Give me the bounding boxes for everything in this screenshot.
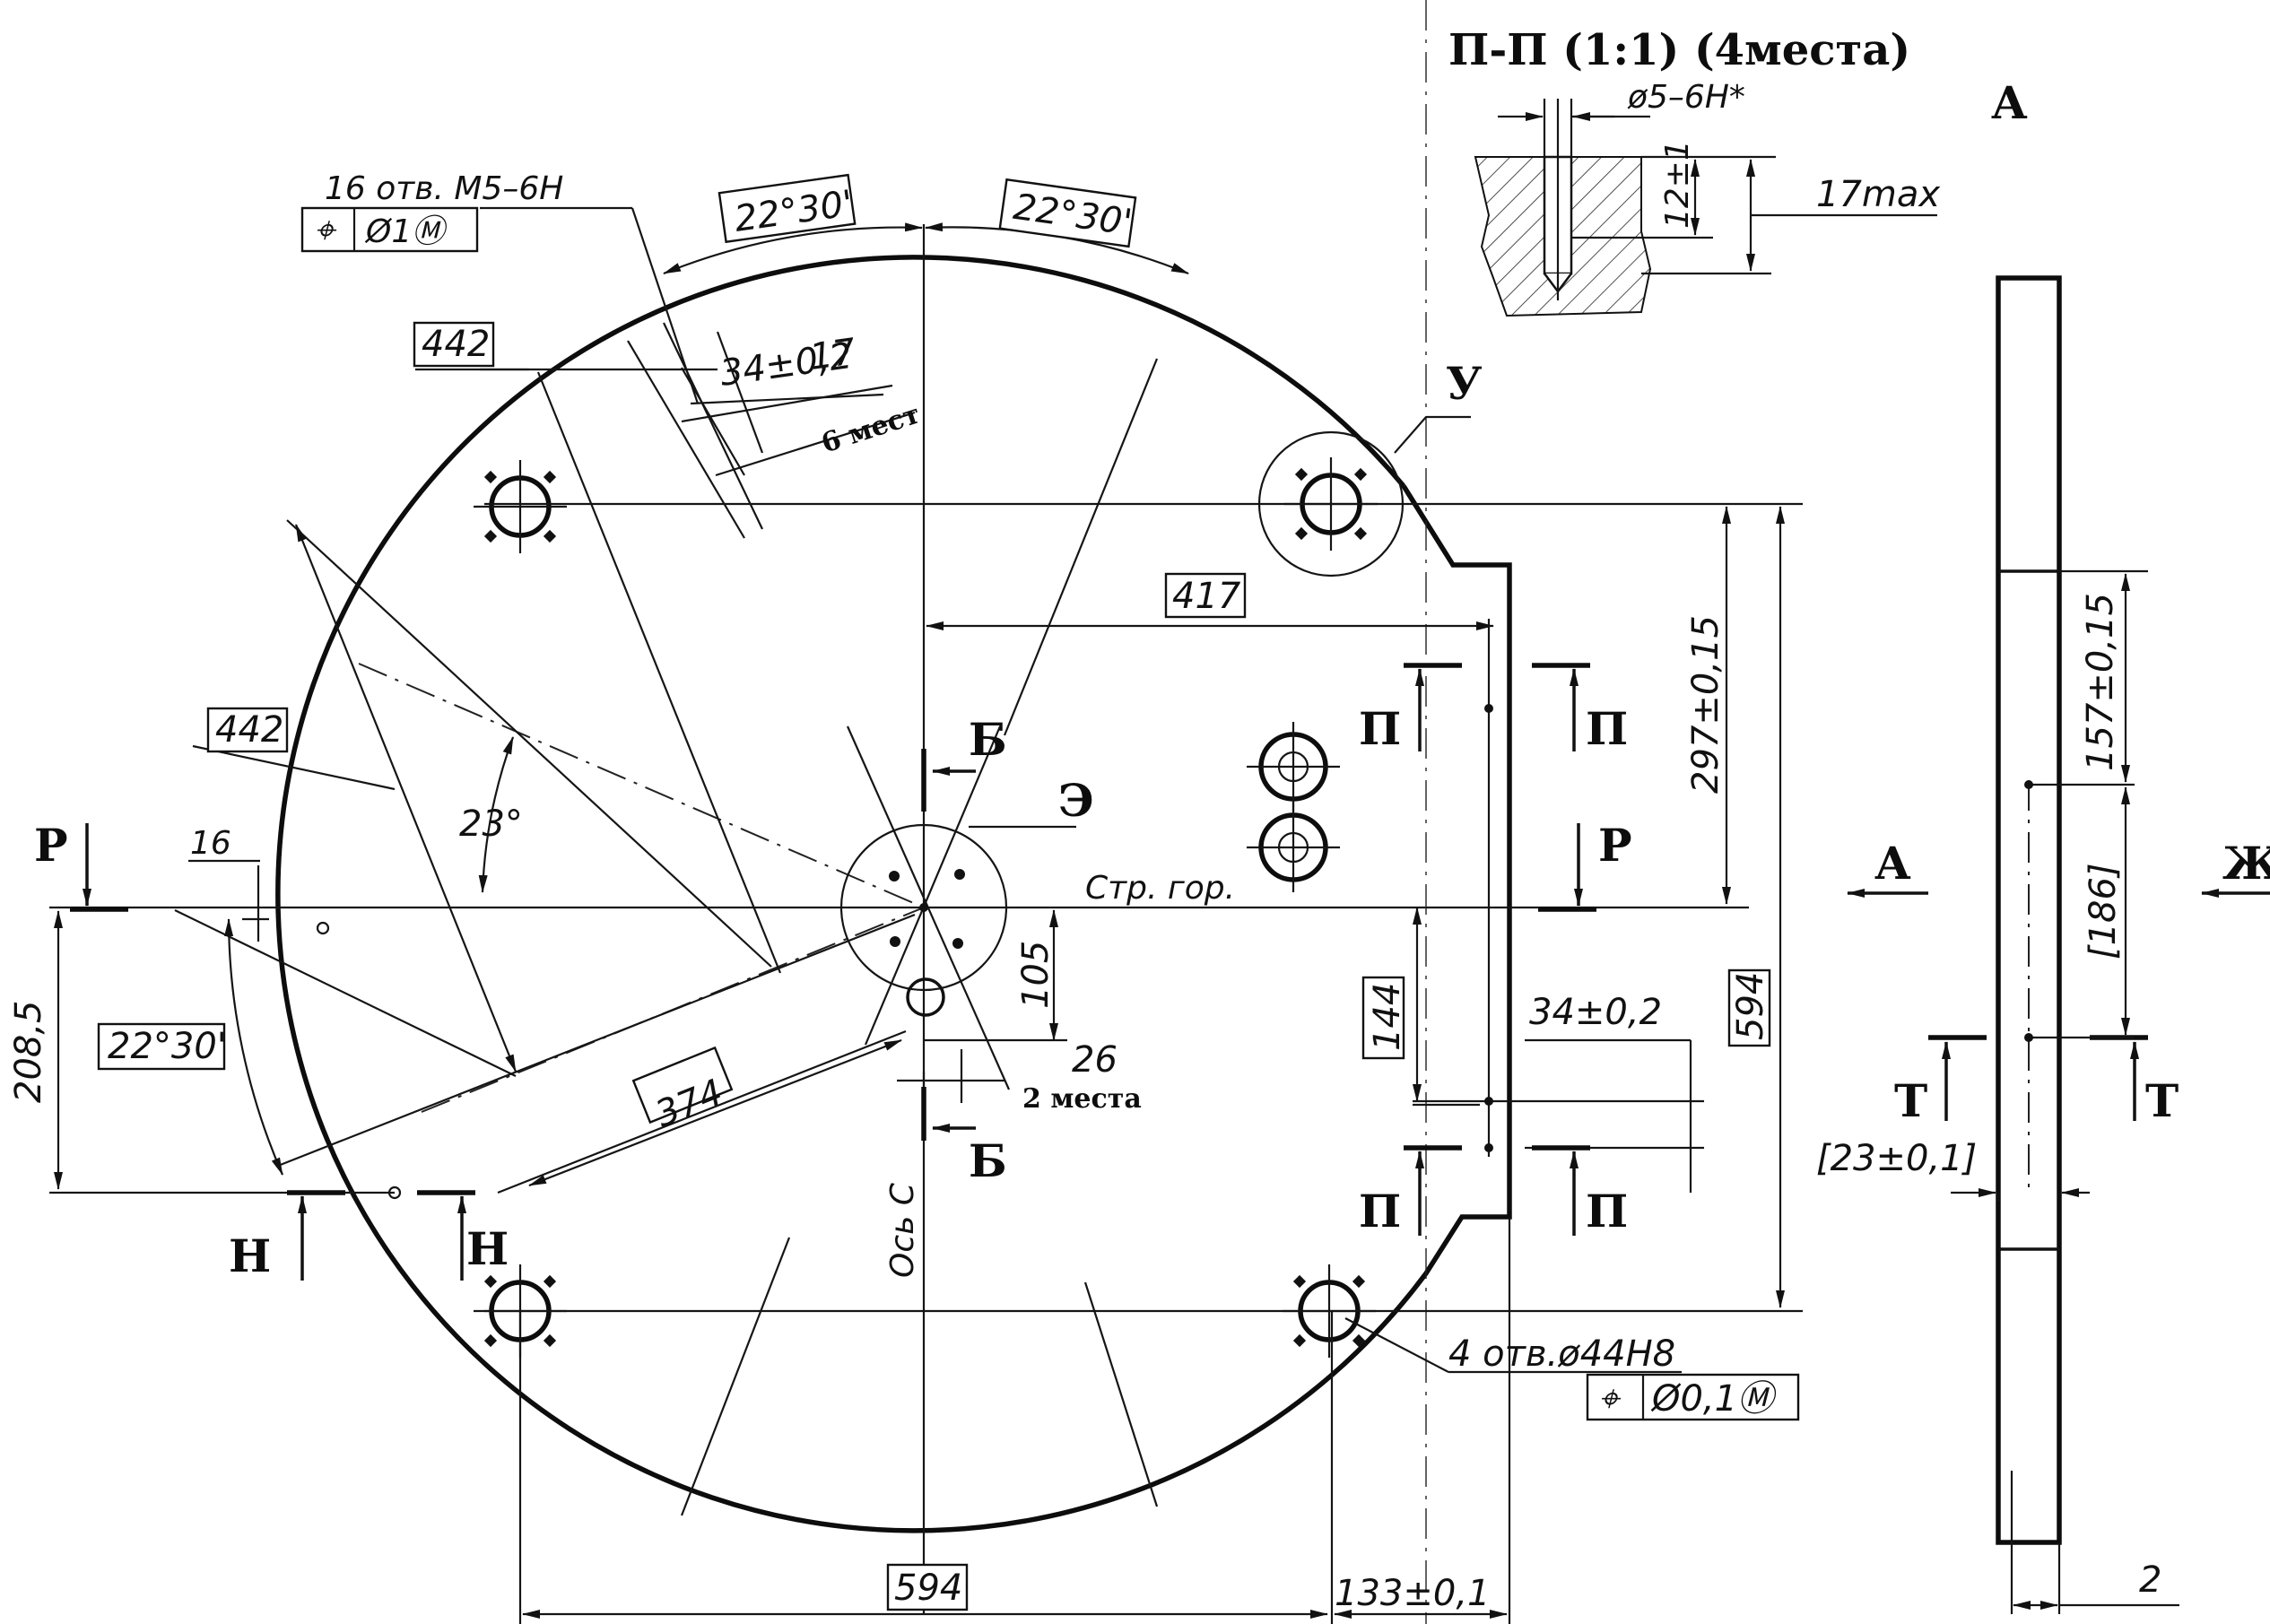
dim-26: 26 [1072, 1039, 1118, 1081]
section-label-t-1: Т [1894, 1074, 1927, 1127]
boxed-dims [97, 173, 1771, 1611]
section-detail [1474, 99, 1937, 317]
section-label-pi-4: П [1586, 1185, 1628, 1238]
note-holes-top-tol: Ø1Ⓜ [364, 213, 448, 250]
note-holes-top-symbol: ⌖ [314, 210, 337, 251]
view-label-e: Э [1058, 774, 1094, 827]
section-label-b-top: Б [969, 713, 1007, 766]
section-label-p-left: Р [34, 819, 68, 872]
note-axis-c: Ось С [884, 1182, 921, 1278]
dim-442-left: 442 [215, 709, 283, 751]
pitch-circle-u [1257, 415, 1471, 578]
dim-144: 144 [1367, 983, 1408, 1051]
section-depth-tol: 12±1 [1659, 140, 1696, 229]
section-marks [70, 663, 2270, 1281]
centre-feature-e [839, 725, 1076, 1090]
tolerance-frame-bottom [1586, 1373, 1800, 1421]
section-max-depth: 17max [1816, 174, 1940, 215]
dim-208: 208,5 [8, 1000, 49, 1103]
dim-2: 2 [2139, 1559, 2161, 1601]
section-label-pi-2: П [1586, 702, 1628, 755]
dim-angle-left: 22°30' [108, 1026, 227, 1067]
dim-594-horizontal: 594 [894, 1568, 962, 1609]
section-title: П-П (1:1) (4места) [1448, 25, 1910, 75]
view-label-a-arrow: А [1874, 837, 1911, 890]
dimension-lines [54, 222, 1785, 1619]
dim-16: 16 [190, 825, 231, 862]
section-label-n-1: Н [229, 1229, 271, 1282]
dim-133: 133±0,1 [1335, 1573, 1490, 1614]
dim-34-right: 34±0,2 [1529, 992, 1662, 1033]
small-holes-right [1247, 722, 1340, 892]
dim-297: 297±0,15 [1685, 615, 1726, 794]
view-label-u: У [1446, 357, 1483, 410]
section-label-pi-1: П [1359, 702, 1401, 755]
dim-angle-23: 23° [459, 803, 523, 845]
note-holes-bottom-symbol: ⌖ [1598, 1378, 1622, 1420]
dim-23: [23±0,1] [1816, 1138, 1977, 1179]
dim-17: 17 [807, 331, 858, 378]
radial-lines [174, 322, 1159, 1516]
leader-lines [192, 206, 1682, 1374]
section-label-n-2: Н [466, 1222, 509, 1275]
note-str-gor: Стр. гор. [1085, 870, 1235, 907]
note-holes-top: 16 отв. M5–6H [325, 170, 563, 207]
dim-442-top: 442 [422, 324, 490, 365]
section-label-t-2: Т [2145, 1074, 2179, 1127]
reference-lines [49, 502, 1803, 1624]
note-six-places: 6 мест [818, 398, 925, 459]
note-holes-bottom-tol: Ø0,1Ⓜ [1650, 1378, 1779, 1420]
view-label-a: А [1991, 76, 2028, 129]
dim-105: 105 [1015, 941, 1057, 1009]
note-two-places: 2 места [1022, 1083, 1142, 1115]
dim-157: 157±0,15 [2080, 593, 2121, 771]
dim-186: [186] [2083, 863, 2124, 960]
dim-594-vertical: 594 [1730, 972, 1771, 1040]
section-label-b-bottom: Б [969, 1134, 1007, 1187]
dim-417: 417 [1172, 576, 1241, 617]
view-label-zh: Ж [2222, 837, 2270, 890]
section-label-p-right: Р [1598, 819, 1632, 872]
tolerance-frame-top [300, 206, 479, 253]
section-label-pi-3: П [1359, 1185, 1401, 1238]
section-hole-dim: ø5–6H* [1627, 79, 1745, 116]
text-layer: П-П (1:1) (4места) ø5–6H* 12±1 17max А А… [8, 25, 2270, 1614]
side-view [1951, 275, 2179, 1614]
note-holes-bottom: 4 отв.ø44H8 [1448, 1333, 1675, 1375]
